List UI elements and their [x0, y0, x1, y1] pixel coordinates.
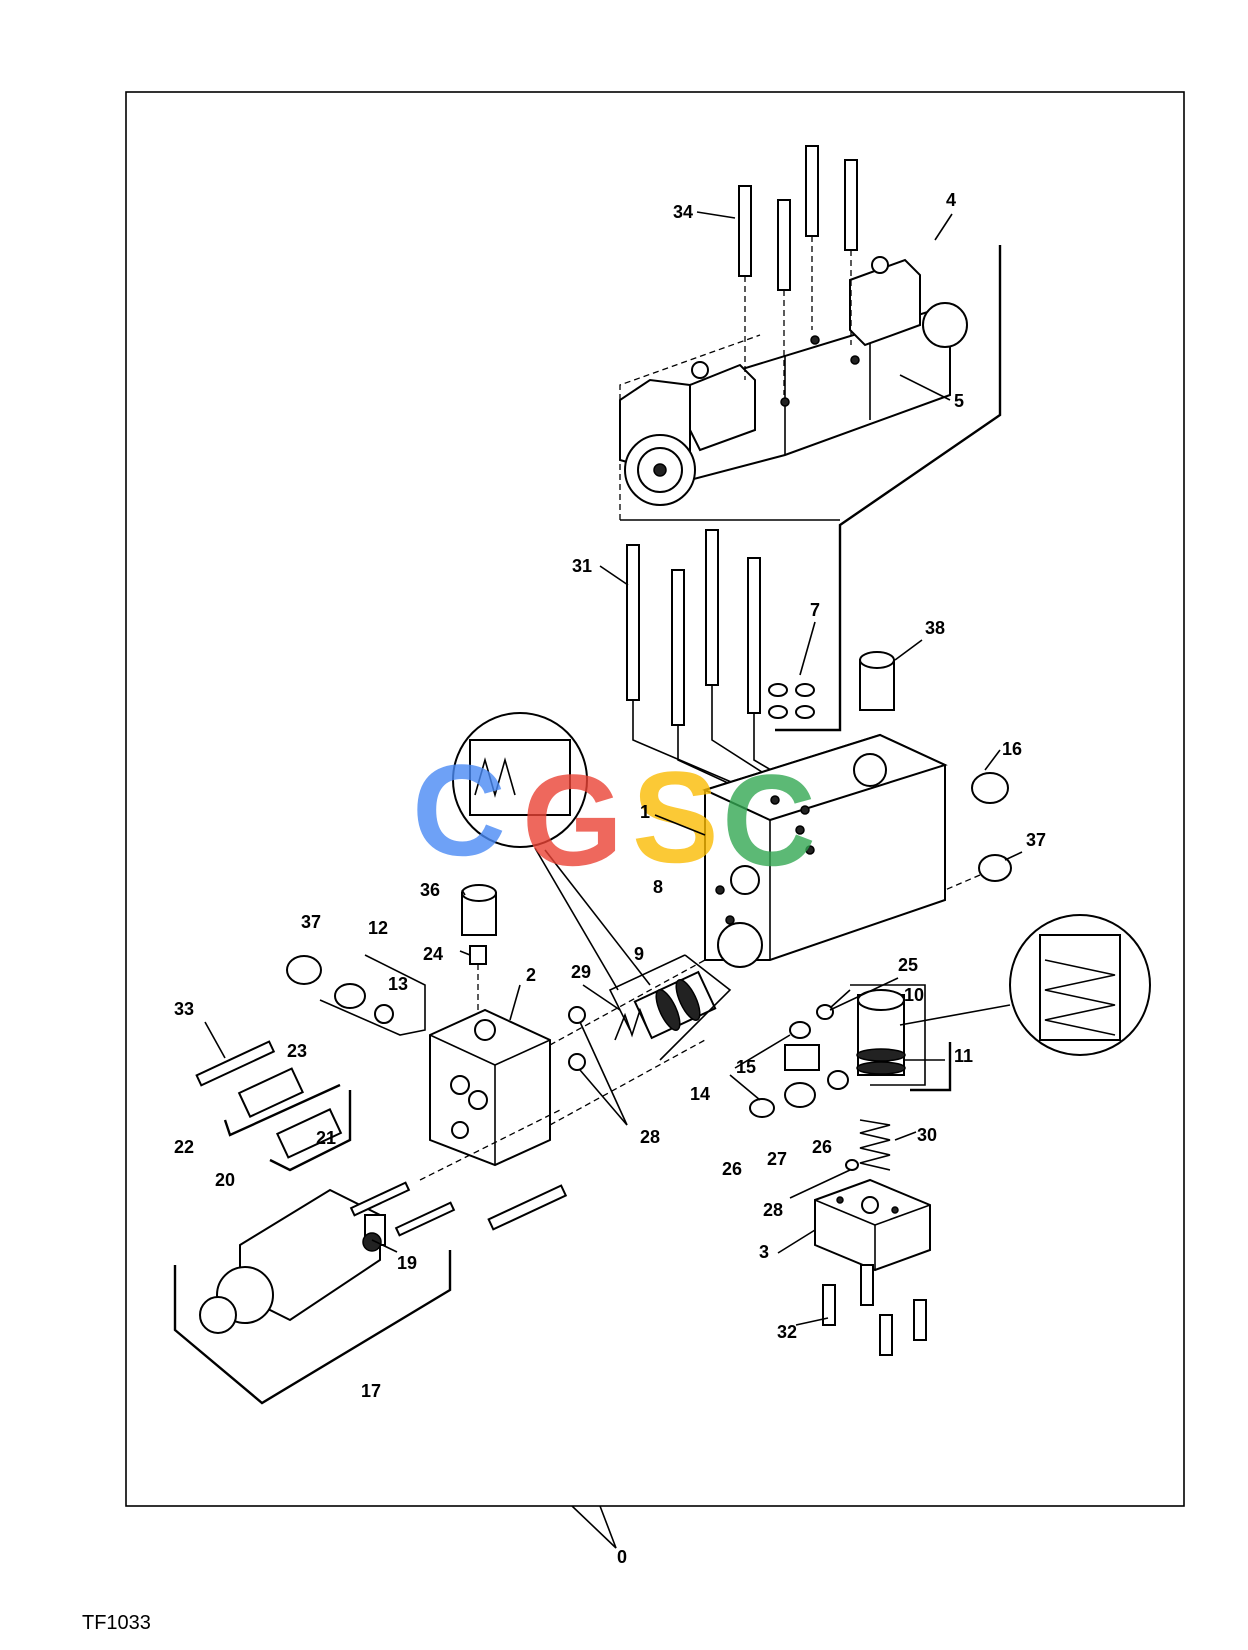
solenoid-valve-assembly: [619, 256, 968, 506]
bracket-4-dash: [619, 334, 761, 520]
callout: 29: [571, 962, 591, 982]
callout: 16: [1002, 739, 1022, 759]
watermark-logo: C G S C: [412, 737, 816, 893]
plug-16: [971, 772, 1009, 804]
plug-37-left: [286, 955, 322, 985]
callout: 21: [316, 1128, 336, 1148]
bolt-lower: [487, 1184, 568, 1231]
o-rings-7: [768, 683, 815, 719]
assembly-callout: 0: [617, 1547, 627, 1567]
bracket-17: [173, 1250, 452, 1405]
callout: 12: [368, 918, 388, 938]
callout: 8: [653, 877, 663, 897]
cartridge-valve-10: [856, 989, 906, 1076]
valve-block-2: [429, 1008, 551, 1167]
bracket-4: [775, 245, 1002, 732]
callout: 37: [1026, 830, 1046, 850]
callout: 5: [954, 391, 964, 411]
callout: 19: [397, 1253, 417, 1273]
leader-lines: [204, 211, 1023, 1326]
bolts-34: [738, 145, 858, 395]
svg-text:C: C: [722, 747, 816, 893]
callout-labels: 1 2 3 4 5 7 8 9 10 11 12 13 14 15 16 17 …: [174, 190, 1046, 1567]
callout: 9: [634, 944, 644, 964]
bracket-20: [269, 1090, 352, 1172]
callout: 25: [898, 955, 918, 975]
callout: 26: [722, 1159, 742, 1179]
bracket-10: [850, 984, 926, 1086]
spool-valve-9: [614, 970, 717, 1041]
callout: 3: [759, 1242, 769, 1262]
callout: 26: [812, 1137, 832, 1157]
callout: 14: [690, 1084, 710, 1104]
o-ring-15: [789, 1021, 811, 1039]
o-ring-13: [374, 1004, 394, 1024]
check-valve-15: [784, 1044, 820, 1071]
relief-valve-21: [275, 1108, 343, 1159]
callout: 20: [215, 1170, 235, 1190]
o-ring-25: [816, 1004, 834, 1020]
bracket-14: [729, 989, 851, 1101]
callout: 15: [736, 1057, 756, 1077]
main-manifold-block: [702, 733, 948, 968]
callout: 11: [954, 1046, 973, 1066]
callout: 7: [810, 600, 820, 620]
insert-12: [334, 983, 366, 1009]
connector-line-a: [549, 1039, 706, 1126]
svg-text:G: G: [522, 747, 623, 893]
callout: 28: [763, 1200, 783, 1220]
solenoid-17: [199, 1181, 456, 1334]
svg-text:C: C: [412, 737, 506, 883]
callout: 27: [767, 1149, 787, 1169]
bolt-33: [195, 1040, 276, 1087]
callout: 22: [174, 1137, 194, 1157]
detail-circle-spool: [452, 712, 651, 991]
callout: 30: [917, 1125, 937, 1145]
callout: 23: [287, 1041, 307, 1061]
callout: 31: [572, 556, 592, 576]
bracket-8b: [659, 954, 732, 1061]
bracket-11: [910, 1042, 952, 1092]
callout: 37: [301, 912, 321, 932]
spring-30: [859, 1119, 891, 1171]
callout: 2: [526, 965, 536, 985]
callout: 17: [361, 1381, 381, 1401]
bracket-8: [608, 954, 686, 1031]
callout: 32: [777, 1322, 797, 1342]
callout: 13: [388, 974, 408, 994]
callout: 24: [423, 944, 443, 964]
o-ring-27: [784, 1082, 816, 1108]
figure-code: TF1033: [82, 1612, 151, 1634]
plug-24: [469, 945, 487, 965]
callout: 1: [640, 802, 650, 822]
plug-36: [461, 884, 497, 936]
bolts-32: [822, 1264, 927, 1356]
callout: 4: [946, 190, 956, 210]
diagram-frame: [125, 91, 1185, 1507]
plug-37-right: [944, 854, 1012, 891]
callout: 34: [673, 202, 693, 222]
assembly-pointer: [571, 1505, 617, 1549]
callout: 10: [904, 985, 924, 1005]
bracket-22: [223, 1083, 341, 1137]
svg-text:S: S: [632, 744, 719, 890]
callout: 33: [174, 999, 194, 1019]
callout: 28: [640, 1127, 660, 1147]
connector-line-c: [419, 1109, 561, 1181]
o-ring-26b: [749, 1098, 775, 1118]
relief-valve-23: [237, 1067, 305, 1118]
o-ring-26a: [827, 1070, 849, 1090]
o-ring-28c: [845, 1159, 859, 1171]
callout: 38: [925, 618, 945, 638]
cover-plate-3: [814, 1178, 931, 1272]
o-ring-28b: [568, 1053, 586, 1071]
bracket-12: [319, 954, 426, 1036]
o-ring-28a: [568, 1006, 586, 1024]
plug-38: [859, 651, 895, 711]
callout: 36: [420, 880, 440, 900]
detail-circle-cartridge: [899, 914, 1151, 1056]
